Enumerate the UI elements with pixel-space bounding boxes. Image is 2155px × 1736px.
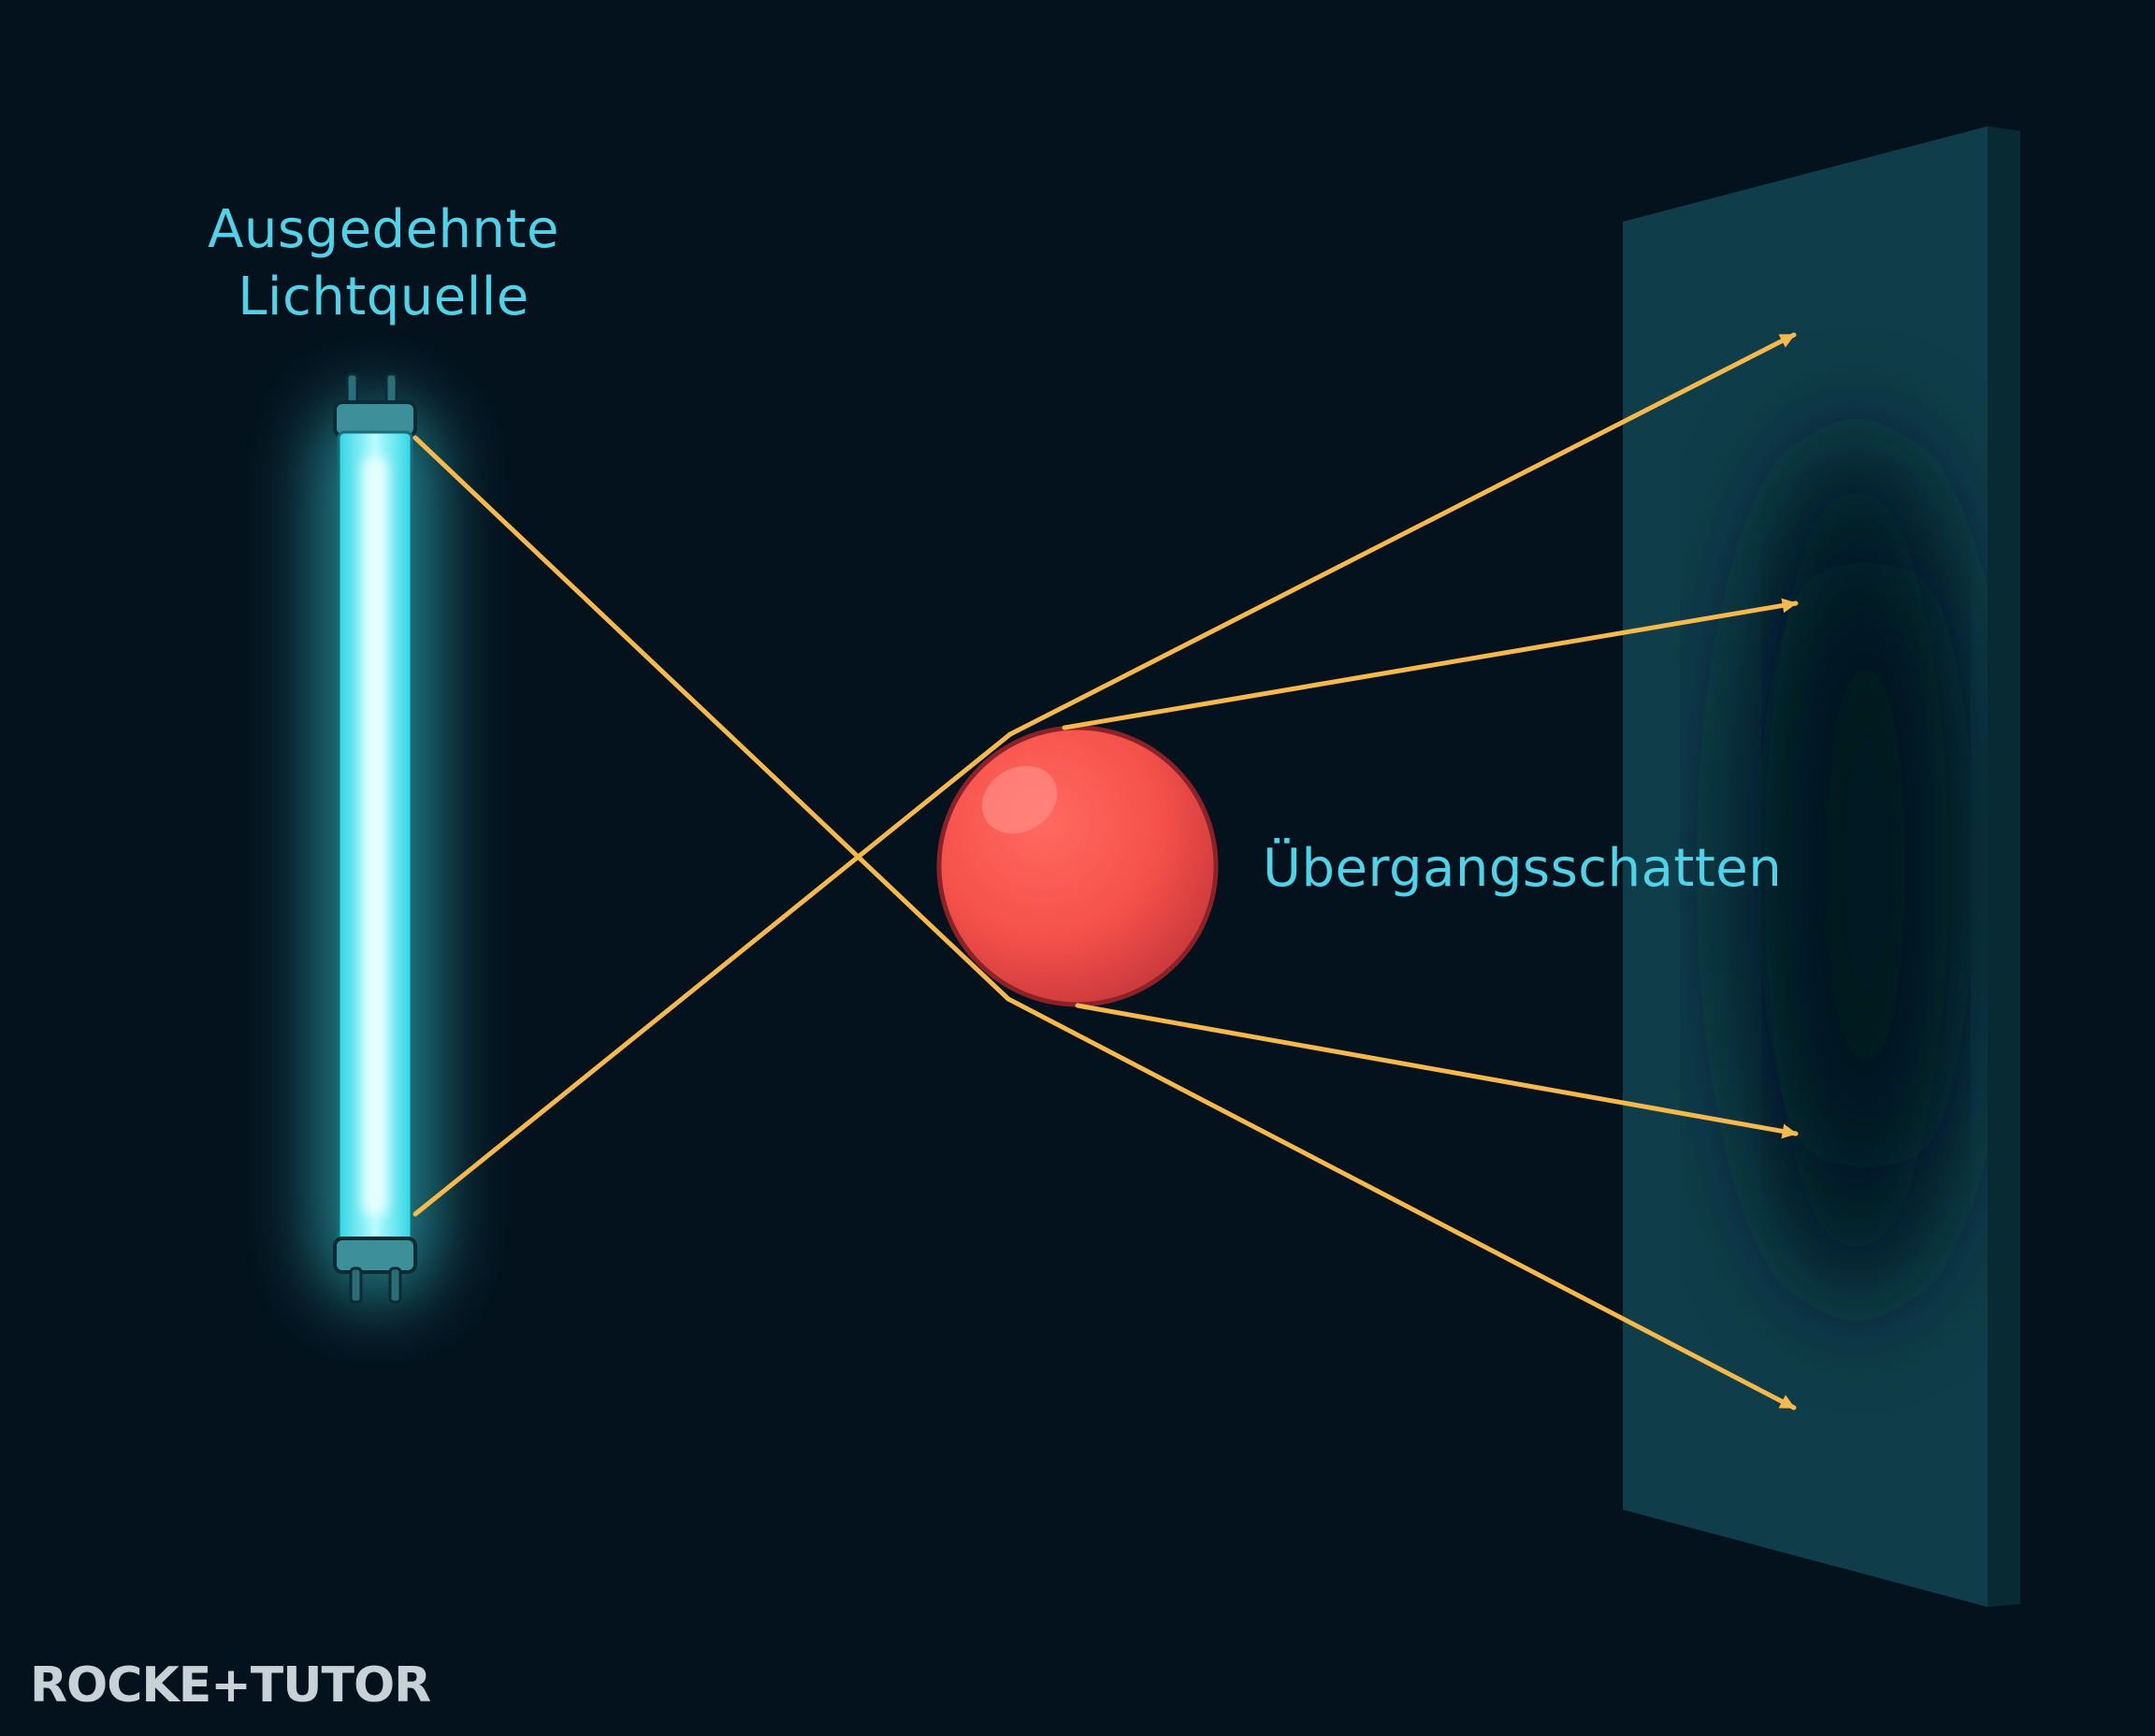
light-source-label: Ausgedehnte Lichtquelle [178,196,589,331]
light-rays [412,435,1013,1217]
ball-body [936,725,1219,1007]
obstacle-ball [936,725,1219,1007]
penumbra-label: Übergangsschatten [1263,838,1783,899]
ray-bottom-to-ball [412,731,1013,1217]
projection-screen [1623,126,2020,1607]
light-source-label-line2: Lichtquelle [238,267,529,327]
arrow-lower-inner [1075,1003,1799,1139]
arrow-upper-outer [1007,332,1797,737]
light-source-tube [318,372,435,1304]
arrow-lower-outer [1005,996,1797,1410]
shadow-rays [1005,332,1799,1410]
tube-bottom-cap [333,1237,417,1274]
ball-highlight [981,765,1058,834]
light-source-label-line1: Ausgedehnte [208,199,559,260]
screen-edge [1988,126,2020,1607]
tube-core [363,456,387,1216]
tube-bottom-pin-left [349,1266,363,1304]
ray-top-to-ball [412,435,1011,1002]
umbra-core [1791,557,1941,1174]
tube-bottom-pin-right [388,1266,402,1304]
arrow-upper-inner [1062,598,1799,731]
brand-logo: ROCKE+TUTOR [30,1657,431,1714]
